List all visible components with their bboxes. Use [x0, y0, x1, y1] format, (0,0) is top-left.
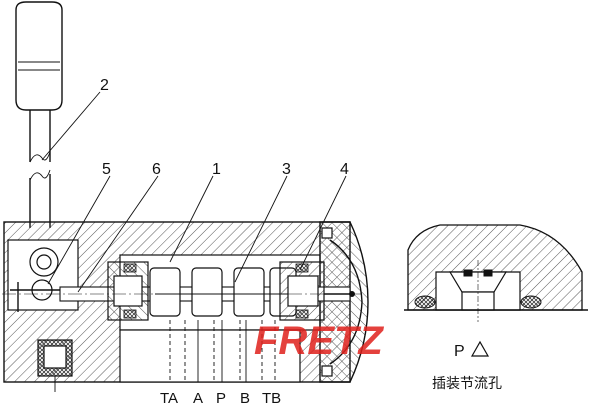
right-spring-pack — [279, 261, 355, 321]
port-channels — [169, 320, 276, 382]
callout-1: 1 — [212, 161, 221, 178]
bottom-plug — [37, 339, 73, 392]
callout-2: 2 — [100, 77, 109, 94]
port-label-a: A — [193, 390, 203, 406]
end-cap — [319, 221, 369, 383]
port-label-p: P — [216, 390, 226, 406]
lever-handle — [15, 1, 63, 111]
callout-4: 4 — [340, 161, 349, 178]
watermark-logo: FRETZ — [254, 319, 384, 363]
detail-orifice-insert — [404, 224, 588, 322]
callout-6: 6 — [152, 161, 161, 178]
triangle-icon — [470, 340, 490, 357]
lever-shaft — [29, 110, 51, 228]
callout-3: 3 — [282, 161, 291, 178]
detail-caption: 插装节流孔 — [432, 376, 502, 392]
left-seal-pack — [107, 261, 149, 321]
port-label-tb: TB — [262, 390, 281, 406]
port-label-ta: TA — [160, 390, 178, 406]
callout-5: 5 — [102, 161, 111, 178]
port-label-b: B — [240, 390, 250, 406]
detail-port-label: P — [454, 343, 465, 360]
spool — [59, 267, 351, 317]
callout-leaders — [41, 91, 347, 293]
